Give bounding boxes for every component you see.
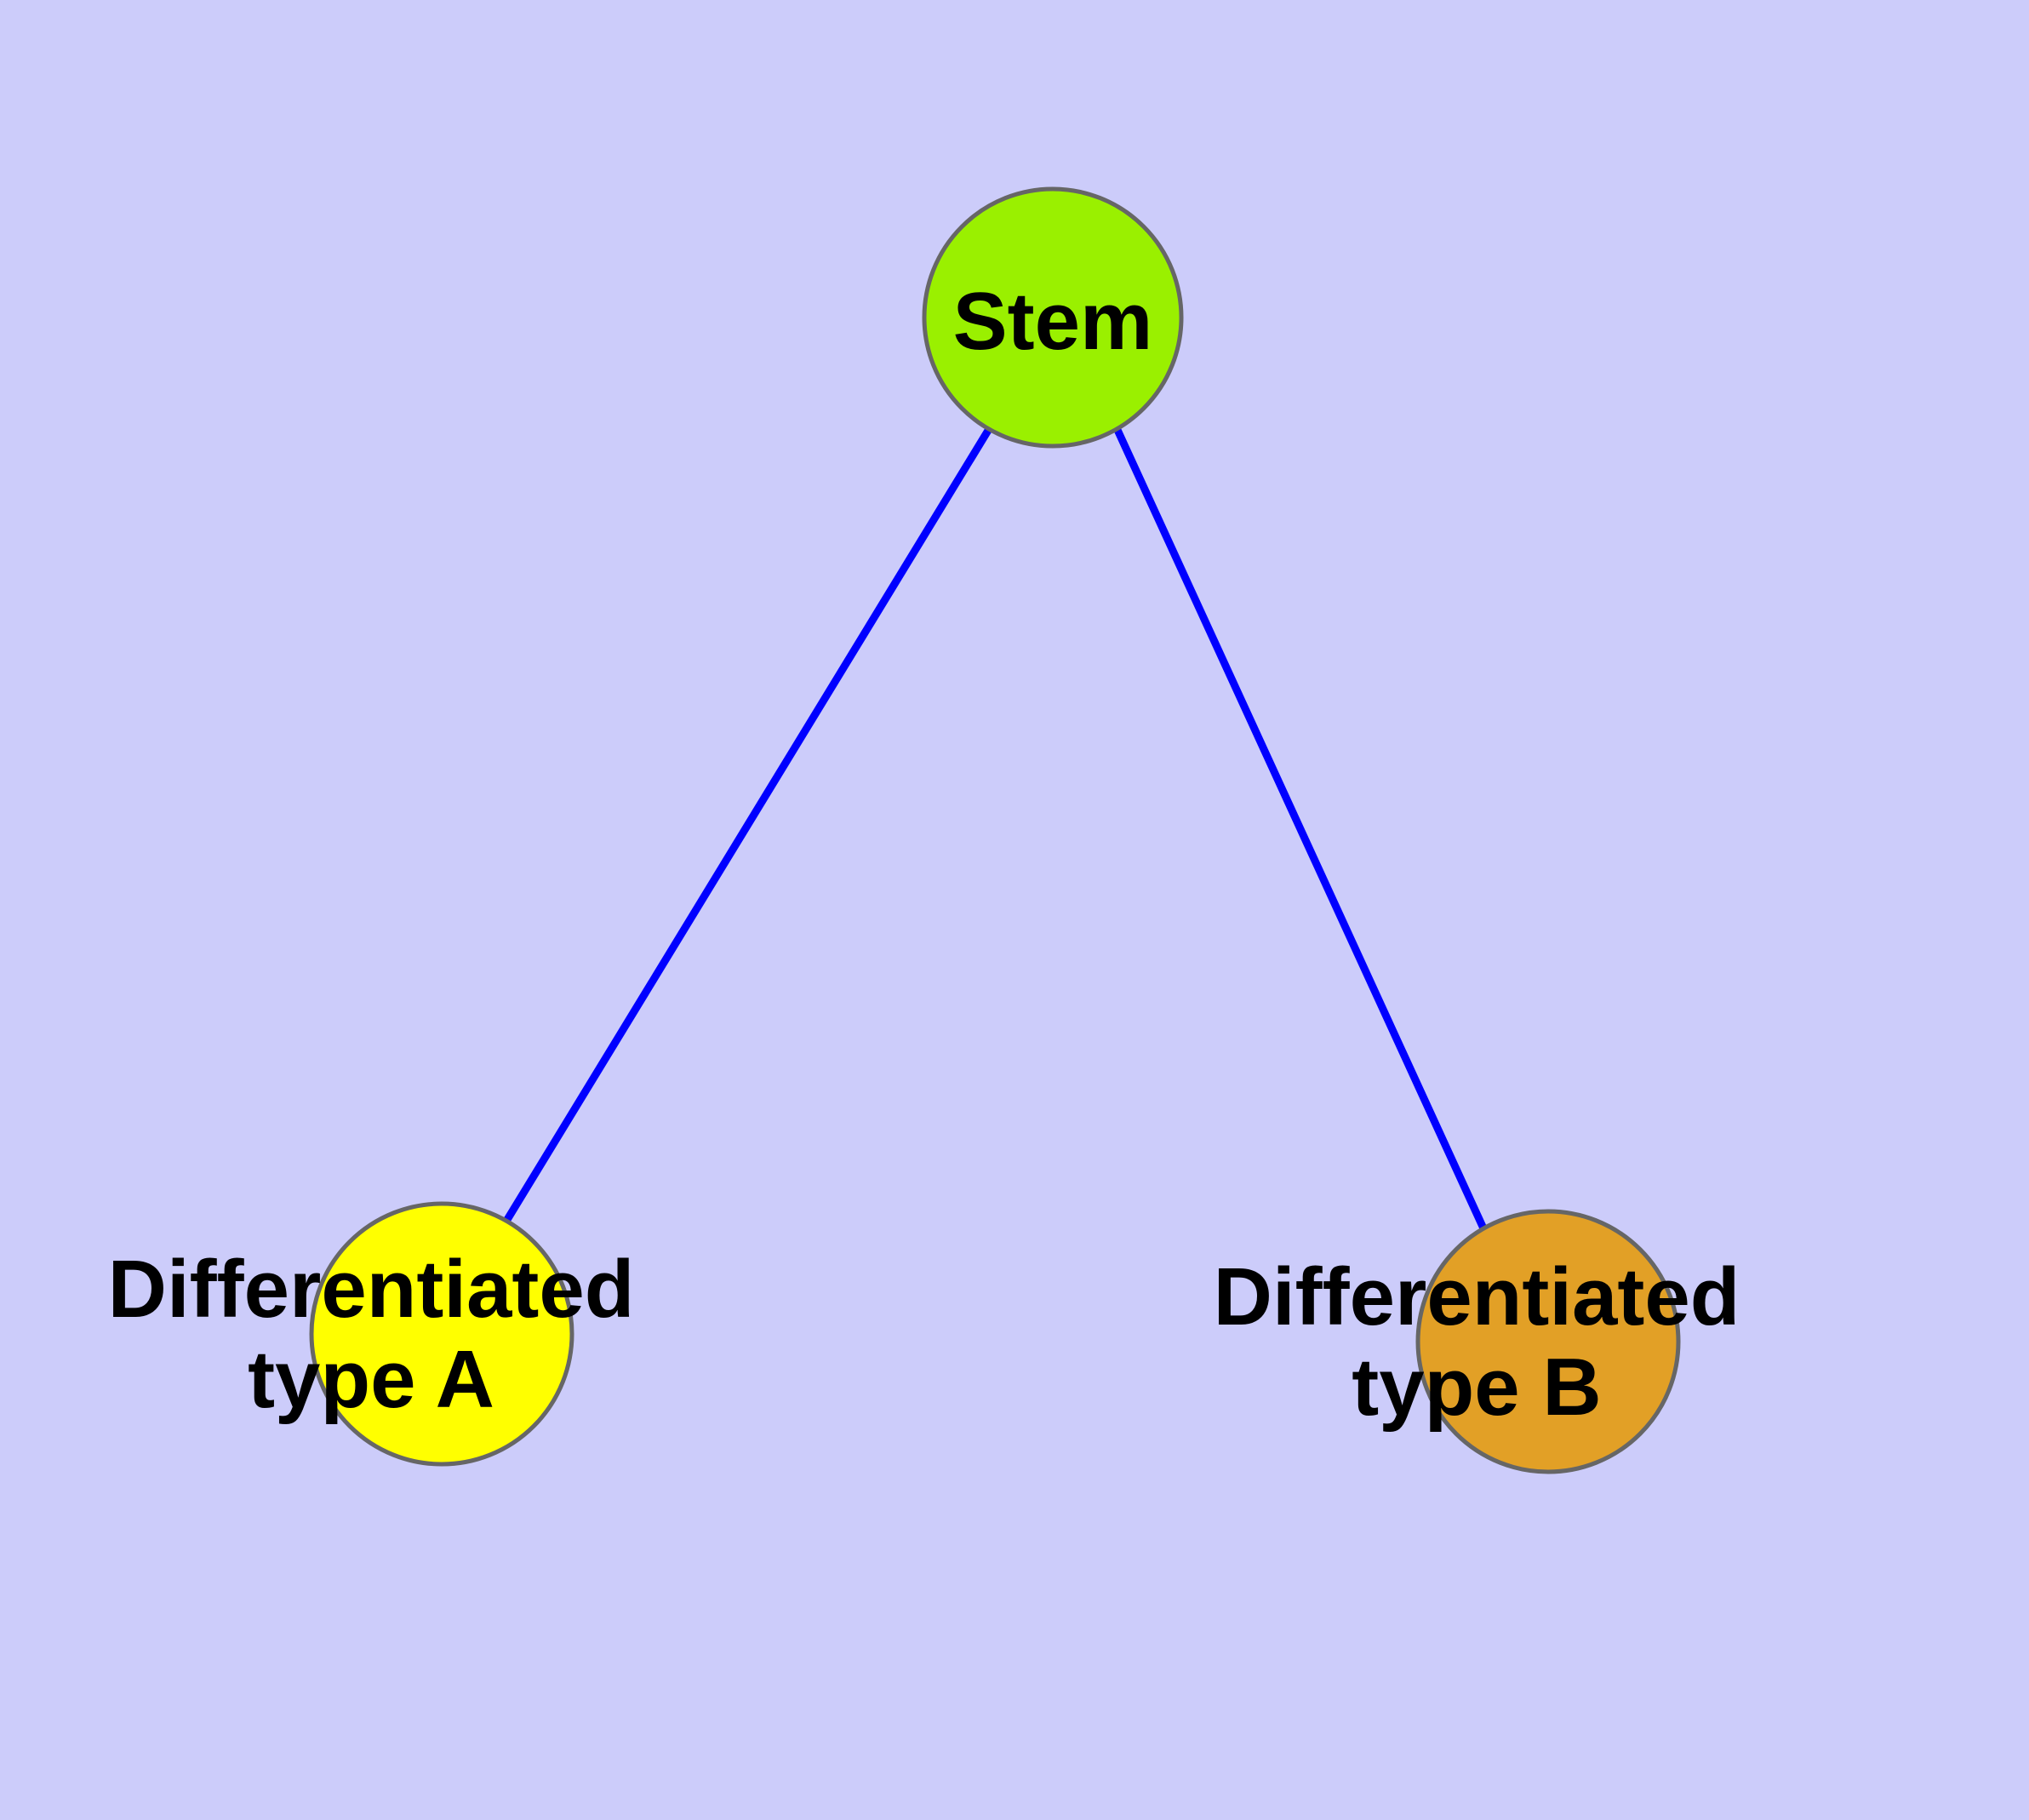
label-layer: Stem Differentiated type A Differentiate… bbox=[108, 276, 1740, 1433]
node-differentiated-type-b-circle[interactable] bbox=[1415, 1209, 1681, 1474]
node-differentiated-type-a[interactable] bbox=[309, 1201, 574, 1467]
node-differentiated-type-b-label-line-2: type B bbox=[1352, 1342, 1601, 1433]
edge-stem-to-differentiated-type-b[interactable] bbox=[1113, 428, 1488, 1230]
node-stem-circle[interactable] bbox=[922, 186, 1184, 449]
edge-layer bbox=[502, 426, 1488, 1230]
node-differentiated-type-b-label-line-1: Differentiated bbox=[1214, 1251, 1740, 1342]
node-stem-label: Stem bbox=[953, 276, 1153, 367]
node-differentiated-type-a-label-line-2: type A bbox=[248, 1334, 494, 1425]
node-layer bbox=[309, 186, 1681, 1474]
node-stem[interactable] bbox=[922, 186, 1184, 449]
node-differentiated-type-a-circle[interactable] bbox=[309, 1201, 574, 1467]
node-differentiated-type-b[interactable] bbox=[1415, 1209, 1681, 1474]
edge-stem-to-differentiated-type-a[interactable] bbox=[502, 426, 992, 1225]
node-differentiated-type-a-label-line-1: Differentiated bbox=[108, 1244, 635, 1335]
